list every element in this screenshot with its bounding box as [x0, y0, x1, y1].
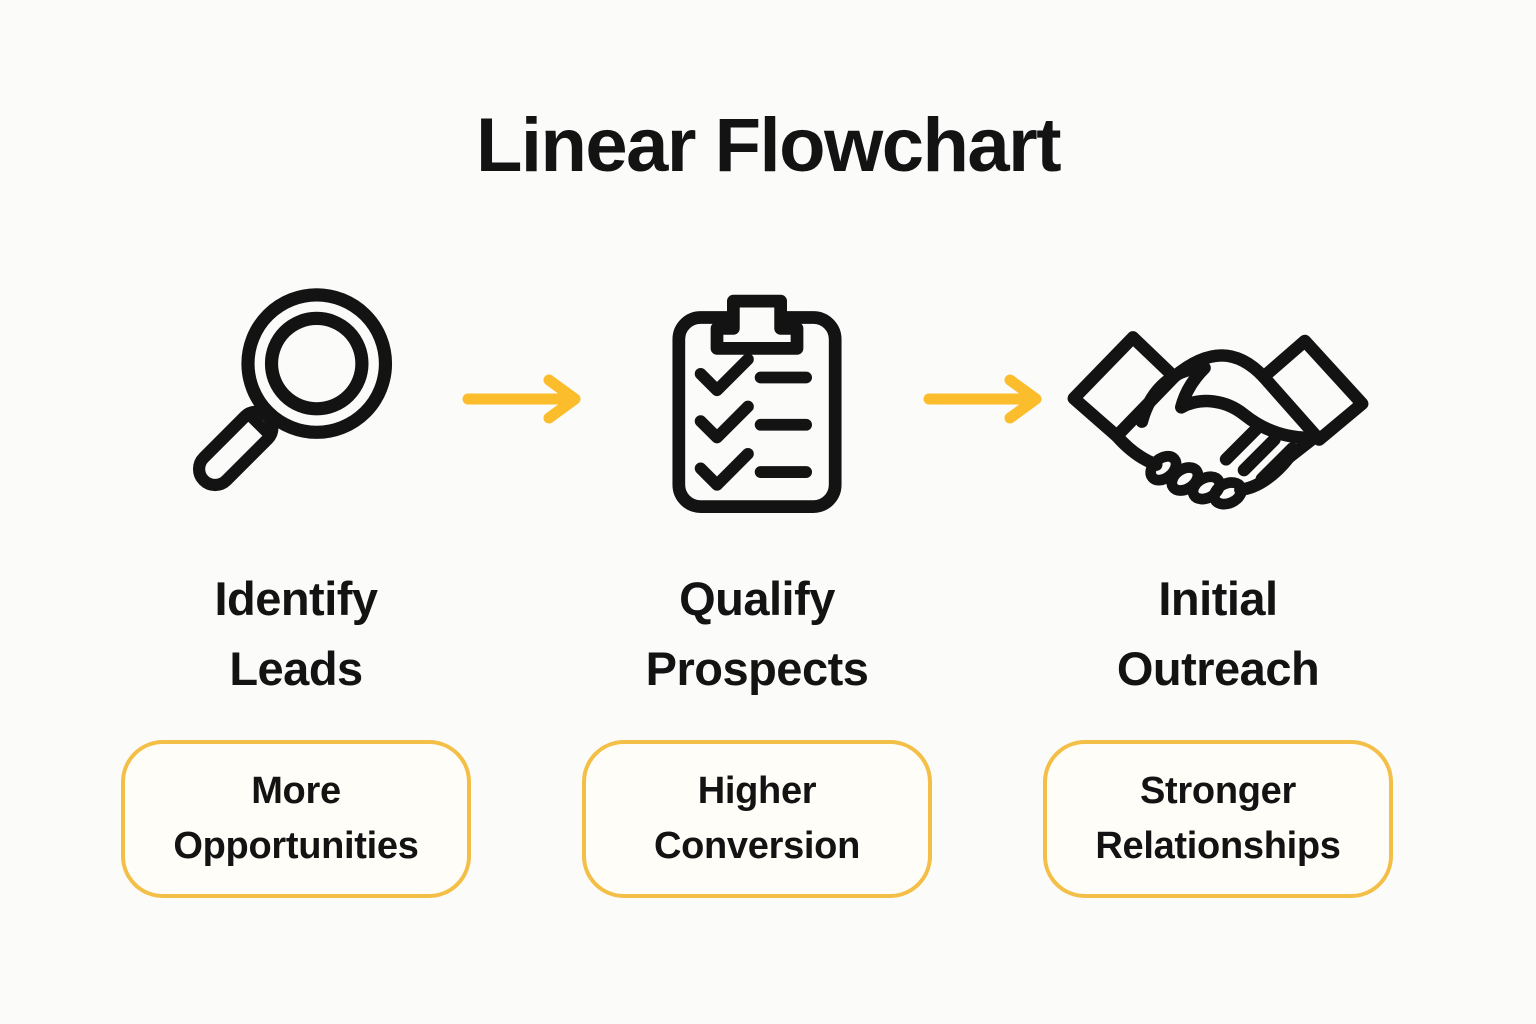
step-icon-box — [112, 258, 480, 536]
step-title-line: Leads — [229, 642, 363, 695]
badge-line: Conversion — [653, 825, 861, 867]
badge-line: Stronger — [1140, 770, 1296, 812]
flow-connector — [462, 258, 580, 898]
step-title-line: Outreach — [1116, 642, 1320, 695]
outcome-badge: Stronger Relationships — [1043, 740, 1393, 898]
outcome-badge: More Opportunities — [121, 740, 471, 898]
step-icon-box — [1034, 258, 1402, 536]
badge-line: Higher — [697, 770, 817, 812]
step-title-line: Identify — [214, 572, 378, 625]
step-title-line: Prospects — [645, 642, 869, 695]
magnifying-glass-icon — [192, 287, 393, 491]
step-title: Initial Outreach — [1116, 564, 1320, 704]
step-initial-outreach: Initial Outreach Stronger Relationships — [1034, 258, 1402, 898]
badge-line: Opportunities — [173, 825, 419, 867]
step-title-line: Initial — [1158, 572, 1278, 625]
handshake-icon — [1067, 331, 1369, 510]
page-title: Linear Flowchart — [475, 103, 1062, 188]
outcome-badge: Higher Conversion — [582, 740, 932, 898]
flowchart: Identify Leads More Opportunities — [112, 258, 1402, 898]
clipboard-checklist-icon — [672, 294, 842, 513]
step-identify-leads: Identify Leads More Opportunities — [112, 258, 480, 898]
arrow-right-icon — [923, 374, 1041, 424]
step-title-line: Qualify — [679, 572, 835, 625]
flow-connector — [923, 258, 1041, 898]
badge-line: Relationships — [1095, 825, 1341, 867]
step-title: Identify Leads — [214, 564, 378, 704]
step-qualify-prospects: Qualify Prospects Higher Conversion — [573, 258, 941, 898]
badge-line: More — [251, 770, 341, 812]
step-icon-box — [573, 258, 941, 536]
step-title: Qualify Prospects — [646, 564, 869, 704]
arrow-right-icon — [462, 374, 580, 424]
